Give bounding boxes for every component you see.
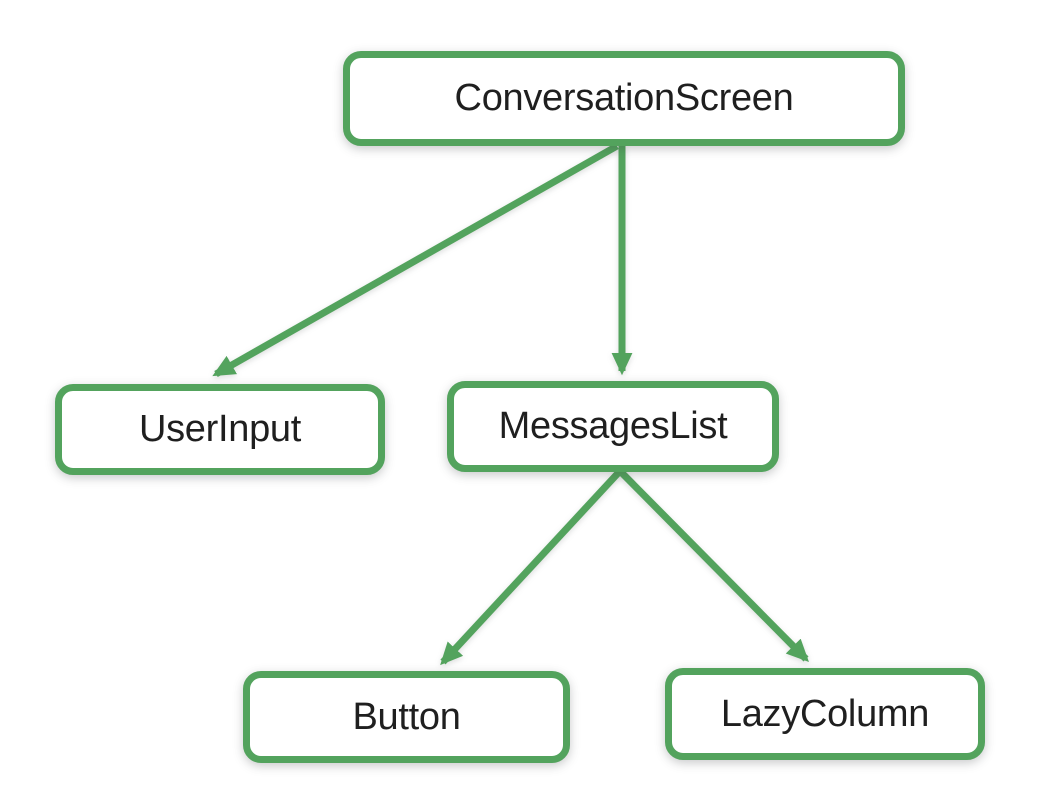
node-user-input: UserInput (55, 384, 385, 475)
node-conversation-screen: ConversationScreen (343, 51, 905, 146)
node-button: Button (243, 671, 570, 763)
node-messages-list-label: MessagesList (498, 405, 728, 447)
node-button-label: Button (352, 695, 461, 738)
node-user-input-label: UserInput (138, 408, 302, 450)
edge-messageslist-lazycolumn (617, 468, 809, 662)
node-lazy-column: LazyColumn (665, 668, 985, 760)
node-messages-list: MessagesList (447, 381, 779, 472)
node-conversation-screen-label: ConversationScreen (454, 77, 794, 119)
edge-conversationscreen-userinput (212, 142, 619, 378)
edge-messageslist-button (440, 468, 623, 666)
node-lazy-column-label: LazyColumn (720, 692, 930, 735)
